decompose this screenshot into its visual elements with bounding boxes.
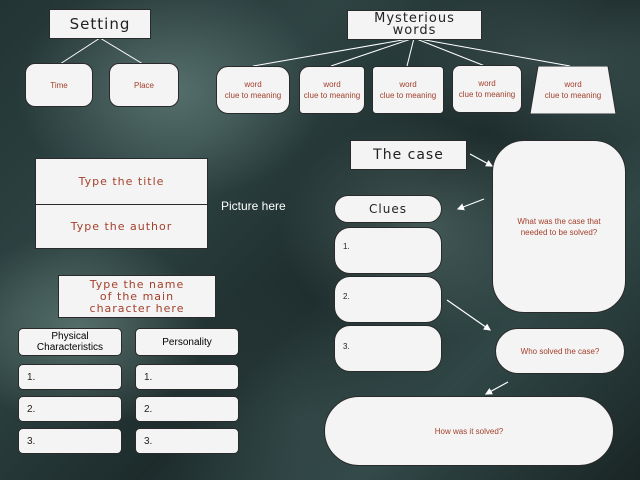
physical-characteristics-header: Physical Characteristics — [18, 328, 122, 356]
word-card-1[interactable]: word clue to meaning — [216, 66, 290, 114]
clue-item-2[interactable]: 2. — [334, 276, 442, 323]
clue-label: clue to meaning — [224, 91, 282, 100]
clues-title: Clues — [334, 195, 442, 223]
who-solved-box[interactable]: Who solved the case? — [495, 328, 625, 374]
book-title-box[interactable]: Type the title — [35, 158, 208, 205]
time-box[interactable]: Time — [25, 63, 93, 107]
character-line3: character here — [89, 301, 185, 315]
character-line1: Type the name — [89, 277, 185, 291]
how-solved-box[interactable]: How was it solved? — [324, 396, 614, 466]
word-label: word — [323, 80, 341, 89]
personality-header: Personality — [135, 328, 239, 356]
word-card-5[interactable]: word clue to meaning — [530, 66, 616, 114]
personality-item-2[interactable]: 2. — [135, 396, 239, 422]
word-label: word — [399, 80, 417, 89]
case-question-box[interactable]: What was the case that needed to be solv… — [492, 140, 626, 313]
physical-item-1[interactable]: 1. — [18, 364, 122, 390]
personality-item-1[interactable]: 1. — [135, 364, 239, 390]
word-card-4[interactable]: word clue to meaning — [452, 65, 522, 113]
personality-item-3[interactable]: 3. — [135, 428, 239, 454]
mysterious-title-line2: words — [392, 23, 437, 38]
book-author-box[interactable]: Type the author — [35, 204, 208, 249]
word-label: word — [478, 79, 496, 88]
word-label: word — [244, 80, 262, 89]
place-box[interactable]: Place — [109, 63, 179, 107]
character-line2: of the main — [99, 289, 175, 303]
clue-label: clue to meaning — [458, 90, 516, 99]
word-card-5-shape — [530, 66, 616, 114]
picture-placeholder[interactable]: Picture here — [221, 199, 286, 213]
clue-item-3[interactable]: 3. — [334, 325, 442, 372]
main-character-box[interactable]: Type the name of the main character here — [58, 275, 216, 318]
clue-label: clue to meaning — [544, 91, 602, 100]
physical-item-2[interactable]: 2. — [18, 396, 122, 422]
word-card-3[interactable]: word clue to meaning — [372, 66, 444, 114]
clue-item-1[interactable]: 1. — [334, 227, 442, 274]
the-case-title: The case — [350, 140, 467, 170]
clue-label: clue to meaning — [303, 91, 361, 100]
setting-title: Setting — [49, 9, 151, 39]
word-card-2[interactable]: word clue to meaning — [299, 66, 365, 114]
word-label: word — [564, 80, 582, 89]
mysterious-words-title: Mysterious words — [347, 10, 482, 40]
mysterious-title-line1: Mysterious — [374, 11, 455, 26]
clue-label: clue to meaning — [379, 91, 437, 100]
physical-item-3[interactable]: 3. — [18, 428, 122, 454]
